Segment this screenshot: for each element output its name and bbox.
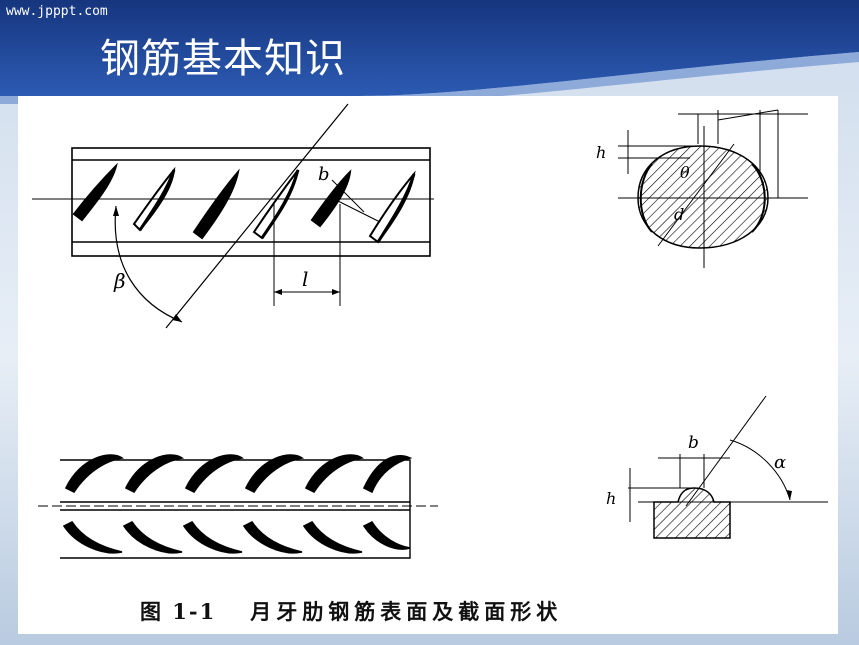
rebar-3d-view bbox=[38, 454, 438, 559]
figure-panel: β b l h θ d bbox=[18, 96, 838, 634]
label-h-detail: h bbox=[606, 489, 616, 508]
rebar-drawing: β b l h θ d bbox=[32, 103, 828, 559]
figure-caption: 图 1-1 月牙肋钢筋表面及截面形状 bbox=[140, 596, 562, 626]
label-d: d bbox=[674, 205, 684, 224]
rebar-side-view bbox=[32, 103, 434, 329]
label-alpha: α bbox=[774, 452, 786, 473]
label-beta: β bbox=[113, 269, 126, 293]
label-b-detail: b bbox=[688, 433, 699, 453]
site-url: www.jpppt.com bbox=[6, 4, 108, 19]
slide-title: 钢筋基本知识 bbox=[100, 36, 346, 82]
label-theta: θ bbox=[680, 163, 690, 182]
caption-figure-number: 图 1-1 bbox=[140, 599, 217, 624]
rib-detail bbox=[628, 395, 828, 539]
label-h-section: h bbox=[596, 143, 606, 162]
caption-text: 月牙肋钢筋表面及截面形状 bbox=[250, 599, 563, 624]
label-b-top: b bbox=[318, 164, 330, 185]
label-l: l bbox=[302, 267, 308, 291]
rebar-cross-section bbox=[618, 109, 808, 268]
